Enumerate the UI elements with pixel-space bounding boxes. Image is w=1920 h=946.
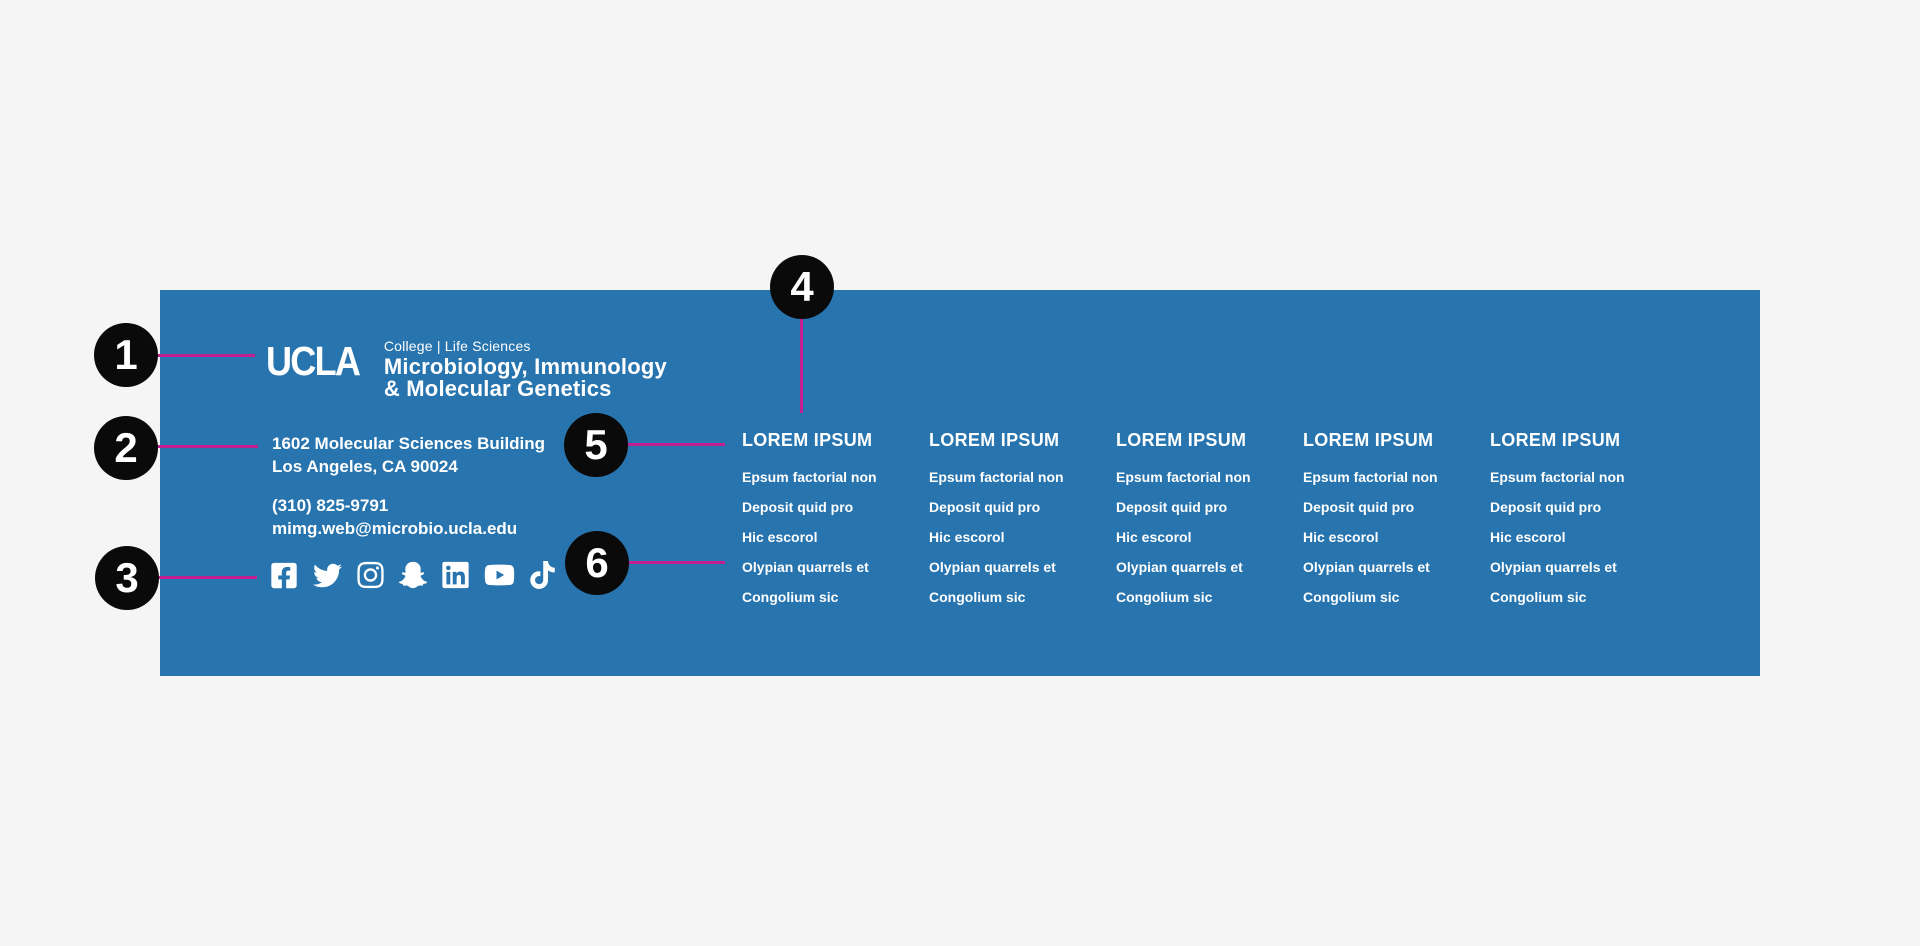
footer-link[interactable]: Olypian quarrels et	[742, 559, 869, 575]
logo-dept-line-2: & Molecular Genetics	[383, 376, 612, 401]
column-heading: LOREM IPSUM	[1116, 430, 1247, 450]
site-footer: UCLA College | Life Sciences Microbiolog…	[160, 290, 1760, 676]
footer-link[interactable]: Deposit quid pro	[929, 499, 1041, 515]
annotation-badge-2: 2	[94, 416, 158, 480]
column-heading: LOREM IPSUM	[929, 430, 1060, 450]
annotation-line-6	[627, 561, 725, 564]
footer-link[interactable]: Deposit quid pro	[1303, 499, 1415, 515]
footer-link[interactable]: Congolium sic	[742, 589, 839, 605]
footer-phone-link[interactable]: (310) 825-9791	[272, 496, 389, 515]
footer-link[interactable]: Olypian quarrels et	[1303, 559, 1430, 575]
footer-link[interactable]: Hic escorol	[742, 529, 818, 545]
footer-link[interactable]: Congolium sic	[1116, 589, 1213, 605]
footer-column-4: LOREM IPSUM Epsum factorial non Deposit …	[1303, 431, 1490, 619]
instagram-icon[interactable]	[357, 560, 384, 590]
footer-link[interactable]: Epsum factorial non	[742, 469, 877, 485]
annotation-badge-4: 4	[770, 255, 834, 319]
address-line-2: Los Angeles, CA 90024	[272, 457, 458, 476]
column-heading: LOREM IPSUM	[1490, 430, 1621, 450]
annotation-badge-1: 1	[94, 323, 158, 387]
address-line-1: 1602 Molecular Sciences Building	[272, 434, 546, 453]
footer-link[interactable]: Hic escorol	[929, 529, 1005, 545]
annotation-line-3	[156, 576, 257, 579]
footer-column-1: LOREM IPSUM Epsum factorial non Deposit …	[742, 431, 929, 619]
ucla-logo[interactable]: UCLA College | Life Sciences Microbiolog…	[266, 339, 667, 400]
footer-address: 1602 Molecular Sciences Building Los Ang…	[272, 432, 545, 478]
footer-link[interactable]: Deposit quid pro	[742, 499, 854, 515]
footer-column-3: LOREM IPSUM Epsum factorial non Deposit …	[1116, 431, 1303, 619]
footer-link[interactable]: Olypian quarrels et	[1116, 559, 1243, 575]
linkedin-icon[interactable]	[442, 560, 469, 590]
facebook-icon[interactable]	[270, 561, 298, 590]
annotation-line-2	[155, 445, 258, 448]
column-heading: LOREM IPSUM	[742, 430, 873, 450]
logo-college-line: College | Life Sciences	[383, 338, 531, 354]
footer-link-columns: LOREM IPSUM Epsum factorial non Deposit …	[742, 431, 1677, 619]
footer-link[interactable]: Deposit quid pro	[1116, 499, 1228, 515]
footer-email-link[interactable]: mimg.web@microbio.ucla.edu	[272, 519, 518, 538]
footer-link[interactable]: Hic escorol	[1490, 529, 1566, 545]
footer-link[interactable]: Congolium sic	[1303, 589, 1400, 605]
footer-link[interactable]: Epsum factorial non	[1116, 469, 1251, 485]
logo-text-block: College | Life Sciences Microbiology, Im…	[384, 339, 667, 400]
footer-link[interactable]: Olypian quarrels et	[929, 559, 1056, 575]
footer-link[interactable]: Epsum factorial non	[1490, 469, 1625, 485]
ucla-wordmark: UCLA	[266, 338, 361, 384]
twitter-icon[interactable]	[313, 561, 342, 590]
footer-link[interactable]: Epsum factorial non	[1303, 469, 1438, 485]
footer-link[interactable]: Hic escorol	[1116, 529, 1192, 545]
column-heading: LOREM IPSUM	[1303, 430, 1434, 450]
footer-column-5: LOREM IPSUM Epsum factorial non Deposit …	[1490, 431, 1677, 619]
footer-contact: (310) 825-9791 mimg.web@microbio.ucla.ed…	[272, 494, 517, 540]
footer-link[interactable]: Olypian quarrels et	[1490, 559, 1617, 575]
footer-link[interactable]: Hic escorol	[1303, 529, 1379, 545]
logo-dept-line-1: Microbiology, Immunology	[383, 354, 667, 379]
footer-column-2: LOREM IPSUM Epsum factorial non Deposit …	[929, 431, 1116, 619]
annotation-line-5	[626, 443, 725, 446]
social-icon-row	[270, 560, 555, 590]
snapchat-icon[interactable]	[399, 561, 427, 589]
footer-link[interactable]: Congolium sic	[929, 589, 1026, 605]
footer-link[interactable]: Congolium sic	[1490, 589, 1587, 605]
tiktok-icon[interactable]	[530, 561, 555, 589]
footer-link[interactable]: Deposit quid pro	[1490, 499, 1602, 515]
annotation-line-4	[800, 318, 803, 413]
footer-link[interactable]: Epsum factorial non	[929, 469, 1064, 485]
annotation-badge-3: 3	[95, 546, 159, 610]
youtube-icon[interactable]	[484, 561, 515, 589]
annotation-line-1	[155, 354, 255, 357]
annotation-badge-6: 6	[565, 531, 629, 595]
annotation-badge-5: 5	[564, 413, 628, 477]
